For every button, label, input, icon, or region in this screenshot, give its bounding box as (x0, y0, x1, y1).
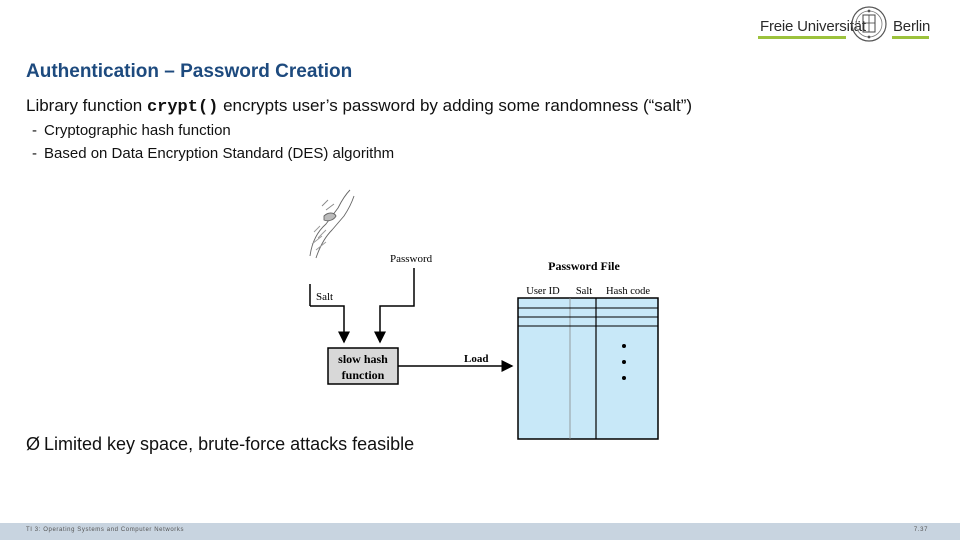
salt-label: Salt (316, 291, 333, 303)
dash-marker: - (32, 145, 37, 162)
hash-function-box (327, 347, 399, 385)
footer-bar: TI 3: Operating Systems and Computer Net… (0, 523, 960, 540)
password-label: Password (390, 253, 433, 265)
password-file-table (517, 297, 659, 440)
lead-suffix: encrypts user’s password by adding some … (218, 96, 693, 115)
hash-box-line1: slow hash (338, 352, 388, 366)
column-header-hash-code: Hash code (606, 286, 650, 297)
hash-box-line2: function (342, 368, 385, 382)
university-logo: Freie Universität Berlin (758, 5, 930, 45)
logo-rule-left (758, 36, 846, 39)
ellipsis-dot (622, 376, 626, 380)
password-file-title: Password File (548, 259, 620, 273)
logo-text-left: Freie Universität (760, 18, 866, 35)
sub-item-text: Cryptographic hash function (44, 122, 231, 139)
arrow-bullet-icon: Ø (26, 434, 41, 454)
sub-item: -Based on Data Encryption Standard (DES)… (32, 145, 394, 162)
bullet-text: Limited key space, brute-force attacks f… (44, 434, 415, 454)
ellipsis-dot (622, 360, 626, 364)
slide-title: Authentication – Password Creation (26, 61, 353, 82)
lead-text: Library function crypt() encrypts user’s… (26, 96, 692, 117)
lead-prefix: Library function (26, 96, 147, 115)
column-header-salt: Salt (576, 286, 592, 297)
sub-item: -Cryptographic hash function (32, 122, 231, 139)
password-creation-diagram: Salt Password slow hash function Load Pa… (309, 189, 659, 440)
sub-item-text: Based on Data Encryption Standard (DES) … (44, 145, 395, 162)
load-label: Load (464, 353, 488, 365)
university-seal-icon (851, 6, 887, 42)
ellipsis-dot (622, 344, 626, 348)
salt-arrow (310, 305, 350, 344)
column-header-user-id: User ID (526, 286, 560, 297)
lead-code: crypt() (146, 98, 219, 117)
footer-page-number: 7.37 (913, 527, 928, 533)
footer-course-title: TI 3: Operating Systems and Computer Net… (26, 527, 185, 533)
logo-text-right: Berlin (893, 18, 931, 35)
user-hand-icon (309, 189, 355, 259)
password-arrow (374, 268, 415, 344)
logo-rule-right (892, 36, 929, 39)
dash-marker: - (32, 122, 37, 139)
